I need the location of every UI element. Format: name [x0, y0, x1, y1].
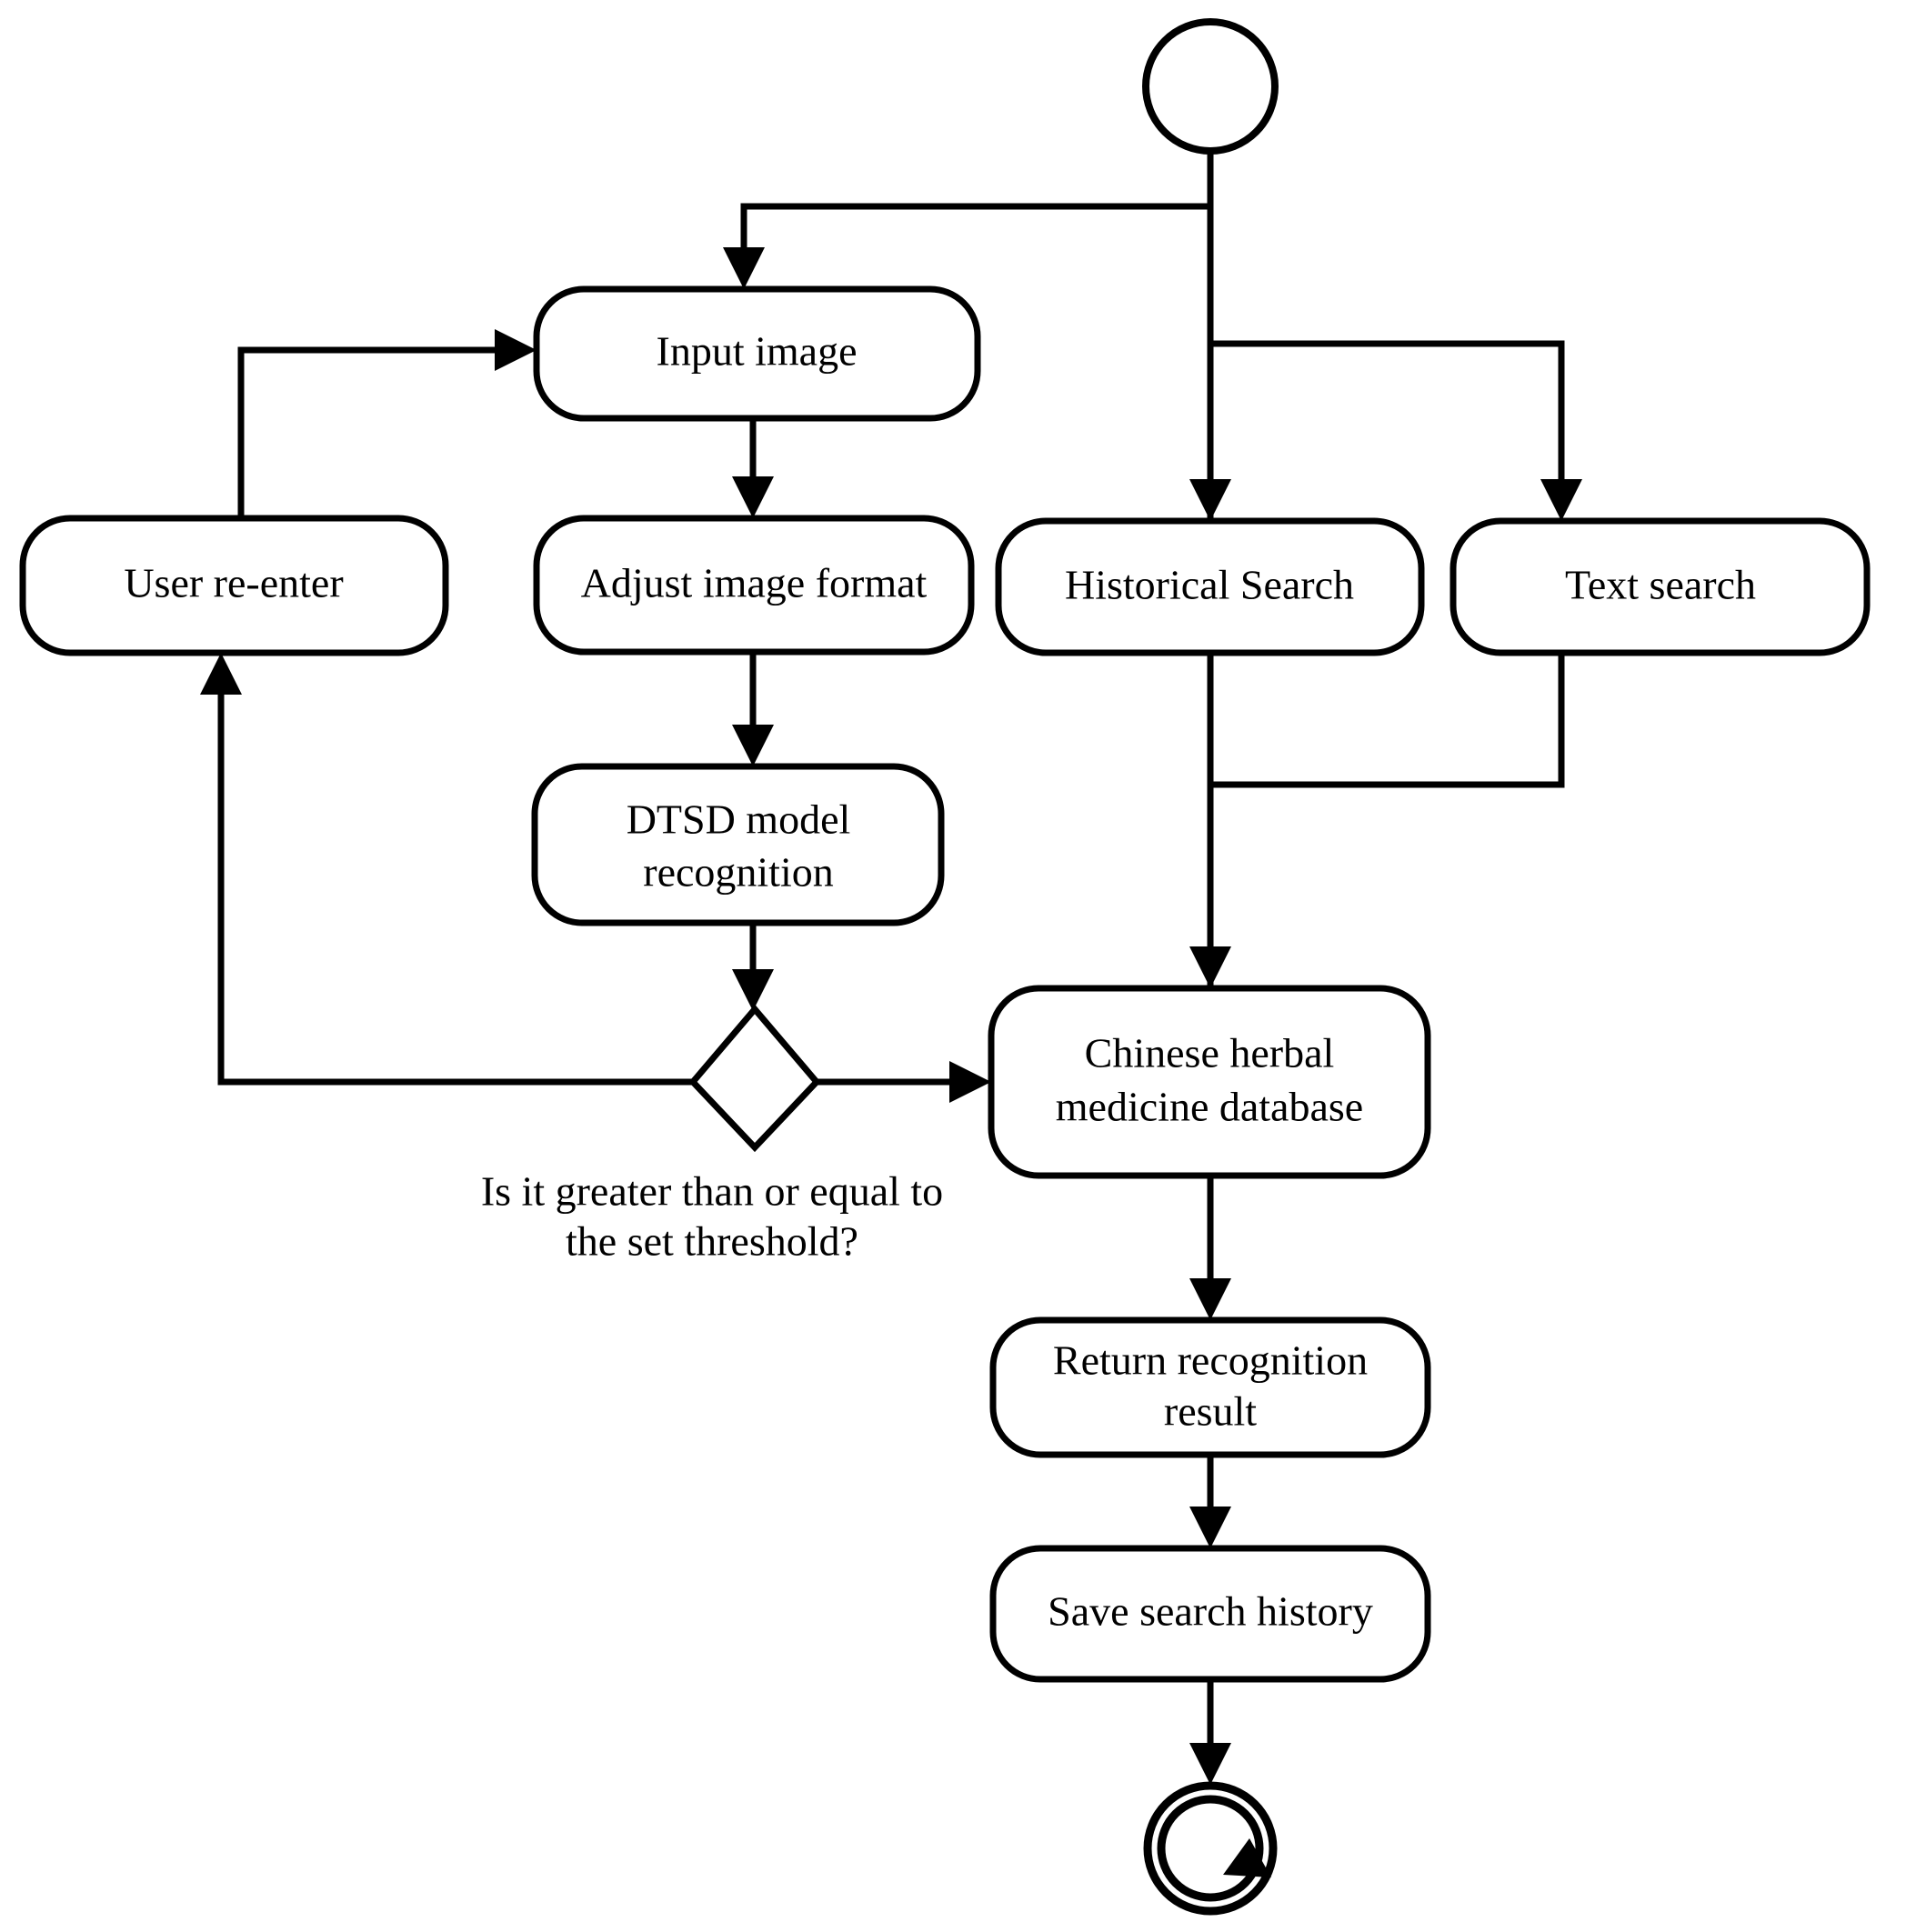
node-historical-search[interactable]: Historical Search — [995, 517, 1425, 656]
edge-start-to-historical-search — [1189, 479, 1231, 521]
edge-text-search-to-database — [1210, 653, 1565, 788]
node-return-result-label-line2: result — [1164, 1388, 1257, 1435]
node-save-search-history-label: Save search history — [1048, 1588, 1373, 1635]
edge-dtsd-to-decision — [732, 923, 774, 1011]
node-return-result-label-line1: Return recognition — [1053, 1337, 1368, 1384]
edge-decision-to-database — [817, 1061, 991, 1103]
arrow-head-historical-search — [1189, 479, 1231, 521]
edge-database-to-return-result — [1189, 1176, 1231, 1320]
arrow-head-text-search — [1540, 479, 1582, 521]
edge-input-image-to-adjust-image-format — [732, 418, 774, 518]
arrow-head-database-left — [949, 1061, 991, 1103]
node-dtsd-model-recognition-label-line2: recognition — [643, 849, 834, 896]
arrow-head-decision — [732, 969, 774, 1011]
edge-return-result-to-save-history — [1189, 1455, 1231, 1548]
node-user-re-enter-label: User re-enter — [124, 560, 343, 606]
node-adjust-image-format[interactable]: Adjust image format — [533, 515, 975, 656]
edge-start-to-input-image — [723, 203, 1210, 289]
arrow-head-dtsd — [732, 725, 774, 766]
node-dtsd-model-recognition[interactable]: DTSD model recognition — [531, 763, 945, 926]
node-return-recognition-result[interactable]: Return recognition result — [989, 1316, 1431, 1458]
guard-label-line2: the set threshold? — [566, 1218, 858, 1265]
edge-user-re-enter-to-input-image — [237, 329, 537, 518]
arrow-head-input-image-left — [495, 329, 537, 371]
node-historical-search-label: Historical Search — [1065, 562, 1354, 608]
edge-start-to-text-search — [1210, 340, 1582, 521]
node-text-search[interactable]: Text search — [1450, 517, 1871, 656]
guard-label-threshold: Is it greater than or equal to the set t… — [481, 1168, 943, 1265]
node-threshold-decision[interactable] — [688, 1004, 821, 1153]
final-node-arrow-head — [1223, 1838, 1271, 1877]
edge-historical-search-to-database — [1189, 653, 1231, 988]
node-user-re-enter[interactable]: User re-enter — [19, 515, 449, 656]
arrow-head-database-top — [1189, 946, 1231, 988]
initial-node — [1142, 18, 1279, 155]
node-database-label-line2: medicine database — [1056, 1084, 1363, 1130]
arrow-head-input-image — [723, 247, 765, 289]
node-input-image[interactable]: Input image — [533, 285, 981, 422]
node-chinese-herbal-medicine-database[interactable]: Chinese herbal medicine database — [988, 985, 1431, 1179]
arrow-head-end-node — [1189, 1743, 1231, 1785]
node-save-search-history[interactable]: Save search history — [989, 1545, 1431, 1683]
node-database-label-line1: Chinese herbal — [1085, 1030, 1335, 1076]
guard-label-line1: Is it greater than or equal to — [481, 1168, 943, 1215]
final-node — [1143, 1781, 1278, 1916]
node-input-image-label: Input image — [657, 328, 858, 375]
node-dtsd-model-recognition-label-line1: DTSD model — [627, 796, 851, 843]
edge-save-history-to-end — [1189, 1679, 1231, 1785]
arrow-head-save-history — [1189, 1507, 1231, 1548]
node-adjust-image-format-label: Adjust image format — [581, 560, 928, 606]
arrow-head-adjust-image-format — [732, 476, 774, 518]
arrow-head-user-re-enter — [200, 653, 242, 695]
edge-adjust-to-dtsd — [732, 652, 774, 766]
edge-decision-to-user-re-enter — [200, 653, 693, 1086]
arrow-head-return-result — [1189, 1278, 1231, 1320]
node-text-search-label: Text search — [1565, 562, 1756, 608]
